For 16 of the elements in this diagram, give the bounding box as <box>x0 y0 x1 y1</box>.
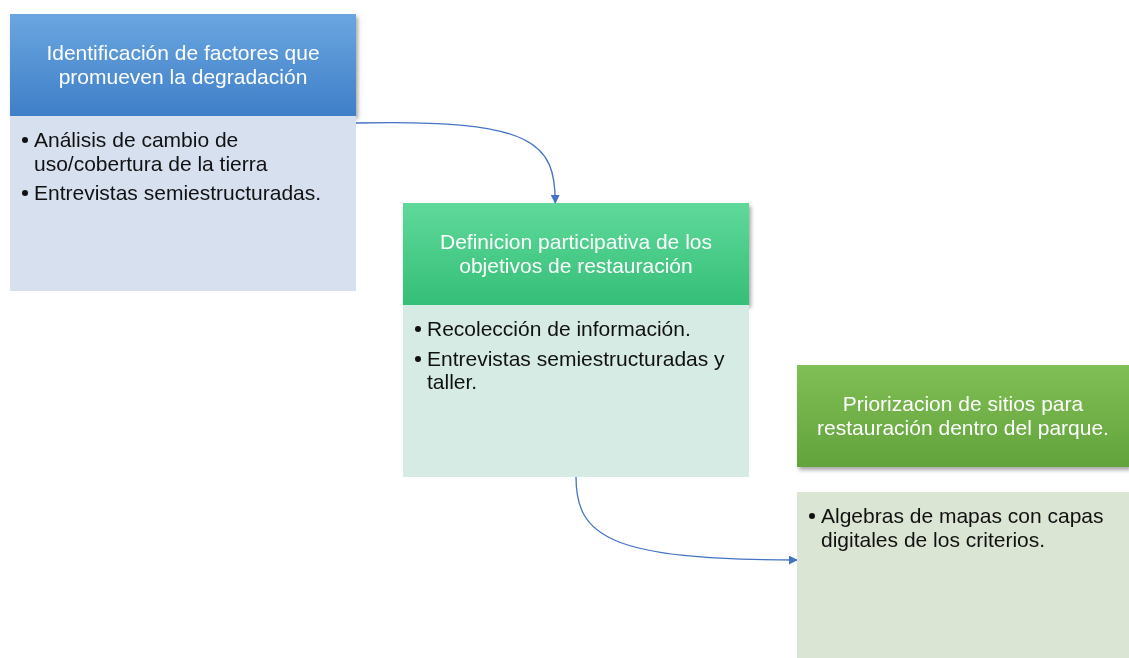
bullet-text: Entrevistas semiestructuradas y taller. <box>427 346 726 395</box>
bullet-text: Entrevistas semiestructuradas. <box>34 181 322 206</box>
step-title: Identificación de factores que promueven la degradación <box>45 41 321 89</box>
curved-arrow <box>575 476 798 565</box>
curved-arrow <box>355 121 560 204</box>
bullet-text: Algebras de mapas con capas digitales de los criterios. <box>821 504 1105 552</box>
step-header-box <box>403 203 749 305</box>
bullet-text: Recolección de información. <box>427 317 691 341</box>
bullet-text: Análisis de cambio de uso/cobertura de la tierra <box>34 128 269 176</box>
step-header-box <box>797 365 1129 467</box>
step-detail-box <box>403 305 749 477</box>
step-detail-box <box>10 116 356 291</box>
step-detail-box <box>797 492 1129 658</box>
step-title: Priorizacion de sitios para restauración dentro del parque. <box>816 392 1110 440</box>
step-title: Definicion participativa de los objetivos de restauración <box>439 230 713 278</box>
step-header-box <box>10 14 356 116</box>
